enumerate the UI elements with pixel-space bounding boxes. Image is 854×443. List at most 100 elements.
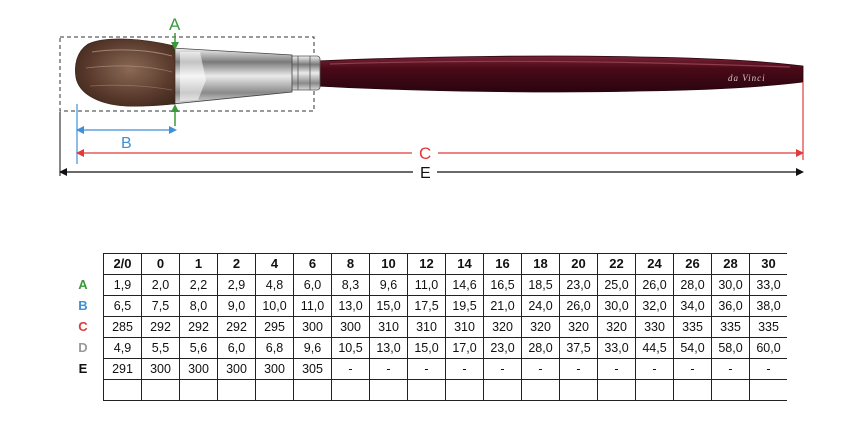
table-cell: 300: [255, 358, 294, 380]
size-header: 30: [749, 253, 787, 275]
table-corner: [63, 254, 104, 275]
table-cell: 310: [407, 316, 446, 338]
table-cell: 10,5: [331, 337, 370, 359]
table-cell: [103, 379, 142, 401]
dimension-e: E: [59, 112, 804, 182]
size-header: 16: [483, 253, 522, 275]
table-cell: [673, 379, 712, 401]
row-label: D: [63, 337, 104, 359]
table-cell: 335: [749, 316, 787, 338]
table-cell: -: [369, 358, 408, 380]
table-cell: 292: [141, 316, 180, 338]
table-cell: 15,0: [369, 295, 408, 317]
row-label: C: [63, 316, 104, 338]
table-cell: [407, 379, 446, 401]
label-e: E: [420, 165, 431, 182]
table-cell: 28,0: [673, 274, 712, 296]
table-cell: [331, 379, 370, 401]
table-cell: [711, 379, 750, 401]
table-cell: [483, 379, 522, 401]
ferrule-crimp: [289, 55, 321, 91]
table-cell: 300: [331, 316, 370, 338]
table-cell: 28,0: [521, 337, 560, 359]
table-cell: -: [673, 358, 712, 380]
dimension-c: C: [76, 82, 804, 163]
table-cell: 13,0: [369, 337, 408, 359]
table-cell: 295: [255, 316, 294, 338]
table-cell: 292: [179, 316, 218, 338]
size-header: 0: [141, 253, 180, 275]
size-header: 12: [407, 253, 446, 275]
size-header: 22: [597, 253, 636, 275]
table-cell: 9,0: [217, 295, 256, 317]
table-cell: 4,8: [255, 274, 294, 296]
table-cell: 16,5: [483, 274, 522, 296]
table-cell: 2,2: [179, 274, 218, 296]
table-cell: -: [711, 358, 750, 380]
table-cell: 58,0: [711, 337, 750, 359]
table-cell: 6,8: [255, 337, 294, 359]
row-label: A: [63, 274, 104, 296]
table-cell: [559, 379, 598, 401]
table-cell: 310: [369, 316, 408, 338]
table-cell: 310: [445, 316, 484, 338]
table-cell: -: [483, 358, 522, 380]
table-cell: [597, 379, 636, 401]
table-cell: -: [749, 358, 787, 380]
table-cell: 320: [483, 316, 522, 338]
size-header: 18: [521, 253, 560, 275]
table-cell: [369, 379, 408, 401]
table-cell: 300: [293, 316, 332, 338]
table-cell: [179, 379, 218, 401]
table-cell: 33,0: [749, 274, 787, 296]
table-cell: 33,0: [597, 337, 636, 359]
table-cell: [255, 379, 294, 401]
table-cell: 2,0: [141, 274, 180, 296]
brush-diagram: da Vinci A B C E: [59, 15, 804, 182]
table-cell: 9,6: [369, 274, 408, 296]
table-cell: 292: [217, 316, 256, 338]
table-cell: 23,0: [483, 337, 522, 359]
table-cell: -: [521, 358, 560, 380]
table-cell: 305: [293, 358, 332, 380]
table-cell: 44,5: [635, 337, 674, 359]
table-cell: -: [445, 358, 484, 380]
table-cell: 32,0: [635, 295, 674, 317]
table-cell: 17,5: [407, 295, 446, 317]
table-cell: 1,9: [103, 274, 142, 296]
size-header: 4: [255, 253, 294, 275]
table-cell: 26,0: [559, 295, 598, 317]
table-cell: 335: [673, 316, 712, 338]
table-cell: 26,0: [635, 274, 674, 296]
label-b: B: [121, 135, 132, 152]
table-cell: 4,9: [103, 337, 142, 359]
dimension-a: A: [169, 15, 181, 126]
size-header: 20: [559, 253, 598, 275]
size-header: 1: [179, 253, 218, 275]
table-cell: 300: [141, 358, 180, 380]
table-cell: 300: [217, 358, 256, 380]
table-cell: 2,9: [217, 274, 256, 296]
table-cell: 30,0: [711, 274, 750, 296]
table-cell: 320: [597, 316, 636, 338]
table-cell: 285: [103, 316, 142, 338]
table-cell: 34,0: [673, 295, 712, 317]
size-header: 28: [711, 253, 750, 275]
table-cell: 8,0: [179, 295, 218, 317]
table-cell: 6,0: [217, 337, 256, 359]
table-cell: 19,5: [445, 295, 484, 317]
table-cell: 23,0: [559, 274, 598, 296]
brush-hair: [75, 38, 176, 107]
table-cell: 60,0: [749, 337, 787, 359]
size-header: 8: [331, 253, 370, 275]
size-header: 2: [217, 253, 256, 275]
table-cell: 6,5: [103, 295, 142, 317]
table-cell: 15,0: [407, 337, 446, 359]
table-cell: 18,5: [521, 274, 560, 296]
table-cell: 7,5: [141, 295, 180, 317]
dimension-b: B: [76, 104, 177, 164]
